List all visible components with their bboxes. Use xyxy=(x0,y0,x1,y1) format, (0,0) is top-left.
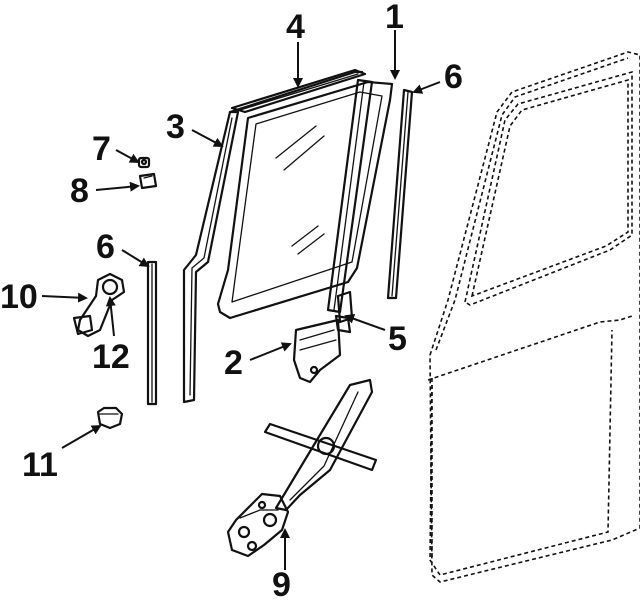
callout-1: 1 xyxy=(385,0,404,36)
leader-7 xyxy=(115,149,140,163)
part-3-channel xyxy=(182,70,364,404)
door-shell xyxy=(427,51,640,583)
leader-lines xyxy=(41,30,441,570)
callout-6-left: 6 xyxy=(96,228,115,266)
callout-5: 5 xyxy=(388,320,407,358)
part-9-window-regulator xyxy=(226,378,378,558)
callout-9: 9 xyxy=(272,566,291,601)
callout-6-right: 6 xyxy=(444,58,463,96)
callout-2: 2 xyxy=(224,344,243,382)
callout-12: 12 xyxy=(92,338,130,376)
leader-12 xyxy=(105,296,116,337)
callout-3: 3 xyxy=(166,108,185,146)
leader-3 xyxy=(191,129,224,147)
part-4-top-channel xyxy=(230,68,367,114)
leader-5 xyxy=(344,313,386,331)
leader-6-right xyxy=(412,81,441,94)
part-11-knob xyxy=(96,406,124,430)
part-10-crank-handle xyxy=(72,272,126,338)
leader-6-left xyxy=(121,249,150,268)
leader-11 xyxy=(61,424,102,449)
leader-8 xyxy=(95,181,140,192)
part-2-glass-bracket xyxy=(292,318,342,384)
part-6-weatherstrip-left xyxy=(146,260,158,406)
door-glass xyxy=(216,80,394,320)
callout-8: 8 xyxy=(70,172,89,210)
part-6-weatherstrip-right xyxy=(386,88,414,300)
part-8-clip xyxy=(138,172,158,190)
callout-11: 11 xyxy=(22,446,58,484)
callout-7: 7 xyxy=(92,130,111,168)
callout-labels: 4 1 6 3 7 8 6 10 12 2 5 11 9 xyxy=(0,0,463,601)
part-7-clip xyxy=(137,156,151,169)
callout-4: 4 xyxy=(286,8,305,46)
leader-10 xyxy=(41,292,88,303)
leader-2 xyxy=(249,342,292,361)
callout-10: 10 xyxy=(0,278,38,316)
